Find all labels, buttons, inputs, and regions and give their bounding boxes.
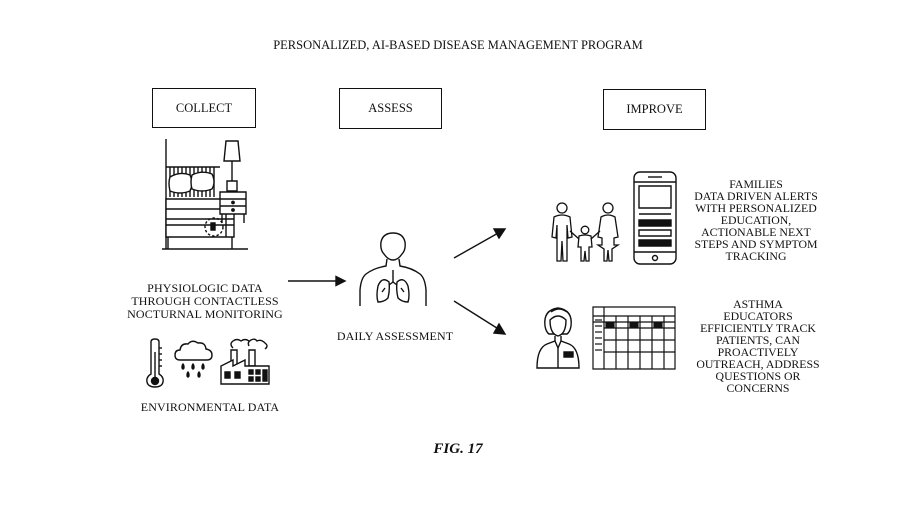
educator-icon <box>533 304 583 372</box>
daily-assessment-label: DAILY ASSESSMENT <box>336 329 454 343</box>
environmental-data-label: ENVIRONMENTAL DATA <box>140 400 280 414</box>
collect-stage-label: COLLECT <box>175 100 233 115</box>
educators-line: CONCERNS <box>726 381 790 395</box>
educators-line: ASTHMA <box>733 297 783 311</box>
educators-line: EFFICIENTLY TRACK <box>700 321 816 335</box>
families-line: ACTIONABLE NEXT <box>701 225 811 239</box>
assess-stage-box: ASSESS <box>339 88 442 129</box>
families-line: EDUCATION, <box>720 213 792 227</box>
families-line: DATA DRIVEN ALERTS <box>694 189 818 203</box>
calendar-grid-icon <box>592 306 676 370</box>
physiologic-data-text: PHYSIOLOGIC DATA THROUGH CONTACTLESS NOC… <box>105 282 305 321</box>
figure-label: FIG. 17 <box>433 441 483 457</box>
factory-icon <box>219 336 271 386</box>
educators-line: OUTREACH, ADDRESS <box>696 357 820 371</box>
family-icon <box>548 201 624 265</box>
smartphone-icon <box>632 170 678 266</box>
physiologic-line: THROUGH CONTACTLESS <box>131 294 279 308</box>
person-lungs-icon <box>358 230 428 310</box>
rain-cloud-icon <box>174 340 214 380</box>
educators-line: QUESTIONS OR <box>715 369 801 383</box>
physiologic-line: PHYSIOLOGIC DATA <box>147 281 263 295</box>
arrow-assess-to-families <box>452 226 508 262</box>
educators-line: PROACTIVELY <box>717 345 799 359</box>
arrow-collect-to-assess <box>288 274 348 288</box>
bedroom-icon <box>160 137 250 262</box>
families-line: TRACKING <box>725 249 787 263</box>
thermometer-icon <box>144 338 166 388</box>
assess-stage-label: ASSESS <box>368 101 413 115</box>
diagram-title: PERSONALIZED, AI-BASED DISEASE MANAGEMEN… <box>273 38 643 52</box>
physiologic-line: NOCTURNAL MONITORING <box>127 307 283 321</box>
arrow-assess-to-educators <box>452 298 508 338</box>
educators-line: EDUCATORS <box>723 309 793 323</box>
families-line: FAMILIES <box>729 177 783 191</box>
collect-stage-box: COLLECT <box>152 88 256 128</box>
families-line: WITH PERSONALIZED <box>695 201 817 215</box>
families-line: STEPS AND SYMPTOM <box>694 237 818 251</box>
educators-description: ASTHMA EDUCATORS EFFICIENTLY TRACK PATIE… <box>680 298 836 394</box>
improve-stage-label: IMPROVE <box>626 102 683 116</box>
improve-stage-box: IMPROVE <box>603 89 706 130</box>
educators-line: PATIENTS, CAN <box>715 333 801 347</box>
families-description: FAMILIES DATA DRIVEN ALERTS WITH PERSONA… <box>678 178 834 262</box>
